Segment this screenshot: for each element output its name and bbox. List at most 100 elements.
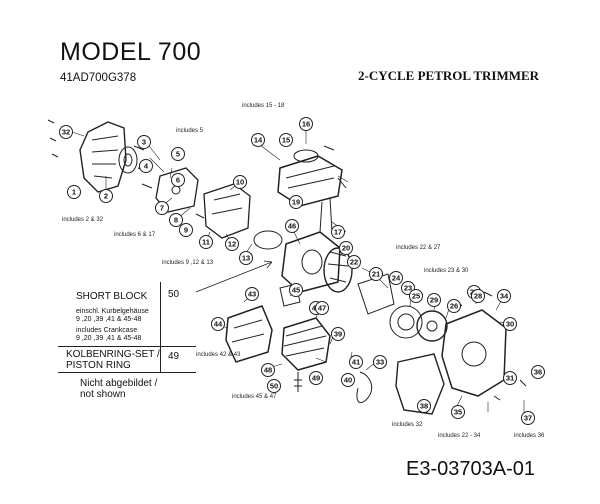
callout-label: 15 xyxy=(282,136,290,145)
callout-label: 33 xyxy=(376,358,384,367)
note-includes-42-43: includes 42 & 43 xyxy=(196,352,241,358)
piston-drawing xyxy=(279,283,301,307)
cover-detail-drawing xyxy=(91,135,119,179)
model-title: MODEL 700 xyxy=(60,38,202,66)
callout-label: 14 xyxy=(254,136,263,145)
ignition-wire-drawing xyxy=(356,371,373,404)
spark-plug-drawing xyxy=(294,372,302,392)
cylinder-fin-drawing xyxy=(283,325,327,357)
callout-1: 1 xyxy=(67,185,81,199)
note-includes-6-17: includes 6 & 17 xyxy=(114,232,156,238)
callout-label: 37 xyxy=(524,414,532,423)
callout-circle xyxy=(447,299,461,313)
legend-divider-2 xyxy=(58,372,196,373)
callout-circle xyxy=(299,117,313,131)
callout-label: 38 xyxy=(420,402,428,411)
callout-28: 28 xyxy=(471,289,485,303)
callout-49: 49 xyxy=(309,371,323,385)
callout-circle xyxy=(331,327,345,341)
callout-label: 45 xyxy=(292,286,300,295)
starter-reel-drawing xyxy=(416,310,448,342)
callout-21: 21 xyxy=(369,267,383,281)
callout-2: 2 xyxy=(99,189,113,203)
recoil-housing-drawing xyxy=(441,309,507,397)
callout-label: 11 xyxy=(202,238,210,247)
callout-label: 13 xyxy=(242,254,250,263)
callout-circle xyxy=(389,271,403,285)
callout-circle xyxy=(341,373,355,387)
legend-short-block-note-en-1: includes Crankcase xyxy=(76,327,138,334)
callout-label: 10 xyxy=(236,178,244,187)
callout-circle xyxy=(199,235,213,249)
callout-40: 40 xyxy=(341,373,355,387)
legend-not-shown-line-2: not shown xyxy=(80,389,126,400)
flywheel-fin-drawing xyxy=(327,251,349,283)
callout-25: 25 xyxy=(409,289,423,303)
callout-circle xyxy=(99,189,113,203)
callout-label: 44 xyxy=(214,320,223,329)
callout-circle xyxy=(369,267,383,281)
callout-39: 39 xyxy=(331,327,345,341)
callout-label: 39 xyxy=(334,330,342,339)
callout-14: 14 xyxy=(251,133,265,147)
callout-label: 20 xyxy=(342,244,350,253)
callout-circle xyxy=(309,371,323,385)
callout-label: 29 xyxy=(430,296,438,305)
callout-label: 30 xyxy=(506,320,514,329)
callout-circle xyxy=(521,411,535,425)
callout-34: 34 xyxy=(497,289,511,303)
callout-label: 43 xyxy=(248,290,256,299)
callout-circle xyxy=(245,287,259,301)
model-code: 41AD700G378 xyxy=(60,72,137,84)
callout-label: 34 xyxy=(500,292,509,301)
callout-20: 20 xyxy=(339,241,353,255)
callout-circle xyxy=(503,317,517,331)
callout-circle xyxy=(169,213,183,227)
legend-divider-vertical xyxy=(160,282,161,372)
callout-notes: includes 2 & 32 includes 5 includes 6 & … xyxy=(62,103,545,439)
callout-circle xyxy=(289,195,303,209)
callout-50: 50 xyxy=(267,379,281,393)
callout-37: 37 xyxy=(521,411,535,425)
air-filter-detail-drawing xyxy=(211,193,243,215)
legend-short-block: SHORT BLOCK xyxy=(76,291,148,302)
callout-30: 30 xyxy=(503,317,517,331)
callout-label: 36 xyxy=(534,368,542,377)
muffler-detail-drawing xyxy=(231,319,265,343)
callout-9: 9 xyxy=(179,223,193,237)
callout-circle xyxy=(347,255,361,269)
callout-circle xyxy=(59,125,73,139)
callout-label: 48 xyxy=(264,366,272,375)
callout-label: 28 xyxy=(474,292,482,301)
callout-4: 4 xyxy=(139,159,153,173)
callout-circle xyxy=(171,173,185,187)
crankcase-bearing-drawing xyxy=(301,249,323,275)
callout-label: 4 xyxy=(144,162,149,171)
callout-label: 23 xyxy=(404,284,412,293)
callout-48: 48 xyxy=(261,363,275,377)
callout-circle xyxy=(171,147,185,161)
flywheel-drawing xyxy=(323,247,353,293)
callout-circle xyxy=(373,355,387,369)
legend-table: SHORT BLOCK 50 einschl. Kurbelgehäuse 9 … xyxy=(58,282,196,404)
callout-24: 24 xyxy=(389,271,403,285)
callout-47: 47 xyxy=(315,301,329,315)
callout-label: 32 xyxy=(62,128,70,137)
callout-label: 49 xyxy=(312,374,320,383)
callout-circle xyxy=(251,133,265,147)
callout-label: 9 xyxy=(184,226,188,235)
starter-reel-hub-drawing xyxy=(426,320,438,332)
callout-36: 36 xyxy=(531,365,545,379)
callout-26: 26 xyxy=(447,299,461,313)
callout-label: 19 xyxy=(292,198,300,207)
note-includes-5: includes 5 xyxy=(176,128,204,134)
callout-circle xyxy=(331,225,345,239)
callout-label: 17 xyxy=(334,228,342,237)
engine-shroud-drawing xyxy=(395,353,445,415)
callout-43: 43 xyxy=(245,287,259,301)
legend-piston-ring-qty: 49 xyxy=(168,351,180,362)
callout-circle xyxy=(155,201,169,215)
callout-circle xyxy=(339,241,353,255)
